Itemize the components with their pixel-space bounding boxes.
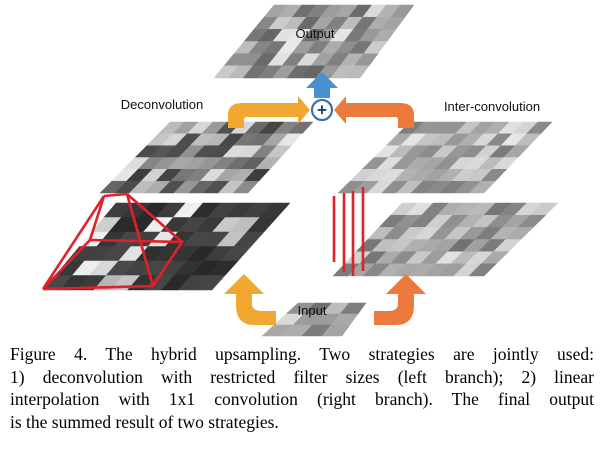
grid-cell (194, 275, 226, 291)
deconvolution-label: Deconvolution (121, 97, 203, 112)
deconv-to-sum-arrow (228, 96, 310, 128)
input-label: Input (298, 303, 327, 318)
figure-caption: Figure 4. The hybrid upsampling. Two str… (10, 343, 594, 433)
inter-convolution-feature-map (337, 121, 553, 194)
left-sparse-upsampled-map (42, 202, 291, 291)
sum-to-output-arrow (306, 72, 338, 98)
plus-icon: + (317, 101, 327, 120)
grid-cell (321, 324, 351, 337)
hybrid-upsampling-diagram: + Output Input Deconvolution Inter-convo… (41, 4, 559, 337)
input-feature-map (261, 302, 367, 337)
sum-operator: + (310, 98, 334, 122)
output-label: Output (295, 26, 334, 41)
output-feature-map (213, 4, 415, 79)
deconvolution-feature-map (99, 121, 314, 194)
grid-cell (232, 180, 260, 194)
input-to-interconv-arrow (374, 274, 426, 325)
right-interpolated-map (332, 202, 559, 277)
grid-cell (468, 263, 497, 277)
grid-cell (468, 180, 496, 194)
grid-cell (344, 65, 370, 79)
caption-line-4: is the summed result of two strategies. (10, 411, 279, 432)
deconvolution-filter-pyramid (41, 192, 185, 291)
interconv-to-sum-arrow (334, 96, 414, 128)
caption-line-3: interpolation with 1x1 convolution (righ… (10, 389, 594, 409)
interconvolution-1x1-lines (332, 187, 365, 276)
caption-line-2: 1) deconvolution with restricted filter … (10, 366, 594, 387)
caption-line-1: Figure 4. The hybrid upsampling. Two str… (10, 344, 594, 364)
input-to-deconv-arrow (224, 274, 276, 325)
inter-convolution-label: Inter-convolution (444, 99, 540, 114)
